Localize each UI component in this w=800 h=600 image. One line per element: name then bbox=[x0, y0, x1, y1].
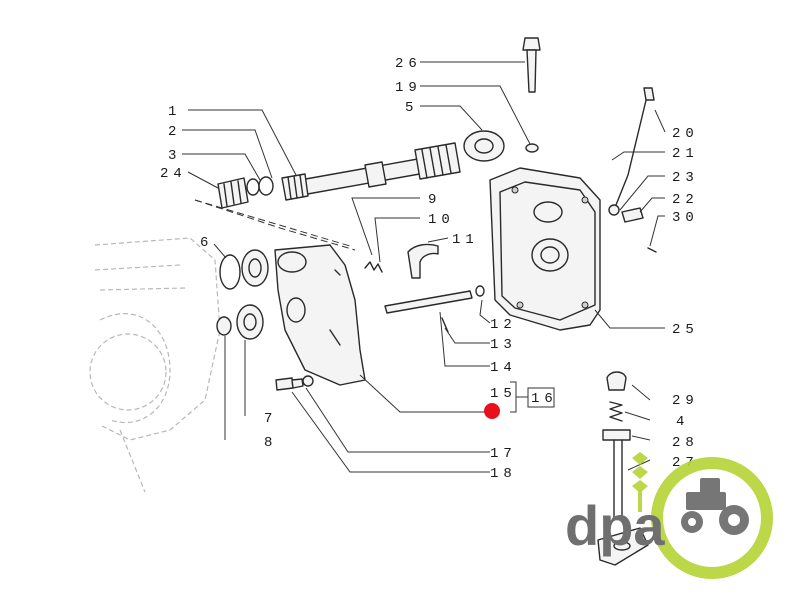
assembly-line-1 bbox=[194, 199, 351, 247]
plunger-28 bbox=[602, 429, 631, 521]
callout-25: 25 bbox=[672, 322, 699, 338]
fork-11 bbox=[407, 243, 439, 279]
logo-ring bbox=[651, 457, 773, 579]
callout-5: 5 bbox=[405, 100, 418, 116]
dpa-logo: dpa bbox=[565, 452, 773, 579]
callout-19: 19 bbox=[395, 80, 422, 96]
callout-24: 24 bbox=[160, 166, 187, 182]
callout-12: 12 bbox=[490, 317, 517, 333]
pin-13 bbox=[441, 317, 449, 333]
bolt-17 bbox=[275, 377, 304, 391]
callout-20: 20 bbox=[672, 126, 699, 142]
callout-10: 10 bbox=[428, 212, 455, 228]
bearing-6 bbox=[241, 249, 269, 287]
cover-plate bbox=[274, 244, 366, 386]
lever-20 bbox=[613, 87, 655, 211]
logo-text: dpa bbox=[565, 494, 665, 557]
callout-1: 1 bbox=[168, 104, 181, 120]
plate-27 bbox=[597, 527, 649, 566]
callout-8: 8 bbox=[264, 435, 277, 451]
callout-2: 2 bbox=[168, 124, 181, 140]
cap-29 bbox=[606, 371, 627, 391]
callout-7: 7 bbox=[264, 411, 277, 427]
callout-9: 9 bbox=[428, 192, 441, 208]
callout-23: 23 bbox=[672, 170, 699, 186]
callout-21: 21 bbox=[672, 146, 699, 162]
callout-16: 16 bbox=[531, 391, 558, 407]
main-shaft bbox=[281, 142, 461, 201]
callout-29: 29 bbox=[672, 393, 699, 409]
bolt-26 bbox=[522, 37, 541, 93]
callout-17: 17 bbox=[490, 446, 517, 462]
bearing-7 bbox=[236, 304, 264, 340]
ring-3 bbox=[246, 178, 260, 196]
coupler-24 bbox=[217, 177, 249, 209]
callout-26: 26 bbox=[395, 56, 422, 72]
pin-30 bbox=[647, 247, 657, 253]
callout-28: 28 bbox=[672, 435, 699, 451]
callout-16-box bbox=[527, 387, 555, 408]
pin-22 bbox=[608, 204, 644, 223]
callout-13: 13 bbox=[490, 337, 517, 353]
housing-25 bbox=[489, 167, 601, 331]
callout-30: 30 bbox=[672, 210, 699, 226]
washer-8 bbox=[216, 316, 232, 336]
callout-6: 6 bbox=[200, 235, 213, 251]
bearing-5 bbox=[463, 130, 505, 162]
spring-10 bbox=[364, 261, 383, 273]
ring-2 bbox=[258, 176, 274, 196]
callout-14: 14 bbox=[490, 360, 517, 376]
assembly-line-2 bbox=[194, 199, 356, 251]
highlight-marker bbox=[484, 403, 500, 419]
callout-3: 3 bbox=[168, 148, 181, 164]
callout-labels: 1 2 3 24 26 19 5 20 21 23 22 30 9 10 11 … bbox=[160, 56, 699, 482]
leader-lines bbox=[182, 61, 666, 473]
rod-14 bbox=[384, 285, 485, 314]
spring-4 bbox=[609, 401, 623, 422]
callout-18: 18 bbox=[490, 466, 517, 482]
callout-4: 4 bbox=[676, 414, 689, 430]
tractor-icon bbox=[681, 478, 749, 535]
transmission-housing-ghost bbox=[89, 237, 221, 493]
callout-22: 22 bbox=[672, 192, 699, 208]
callout-15: 15 bbox=[490, 386, 517, 402]
nut-18 bbox=[302, 375, 314, 387]
wheat-icon bbox=[632, 452, 648, 512]
callout-11: 11 bbox=[452, 232, 479, 248]
ring-6 bbox=[219, 254, 241, 290]
washer-19 bbox=[525, 143, 539, 153]
